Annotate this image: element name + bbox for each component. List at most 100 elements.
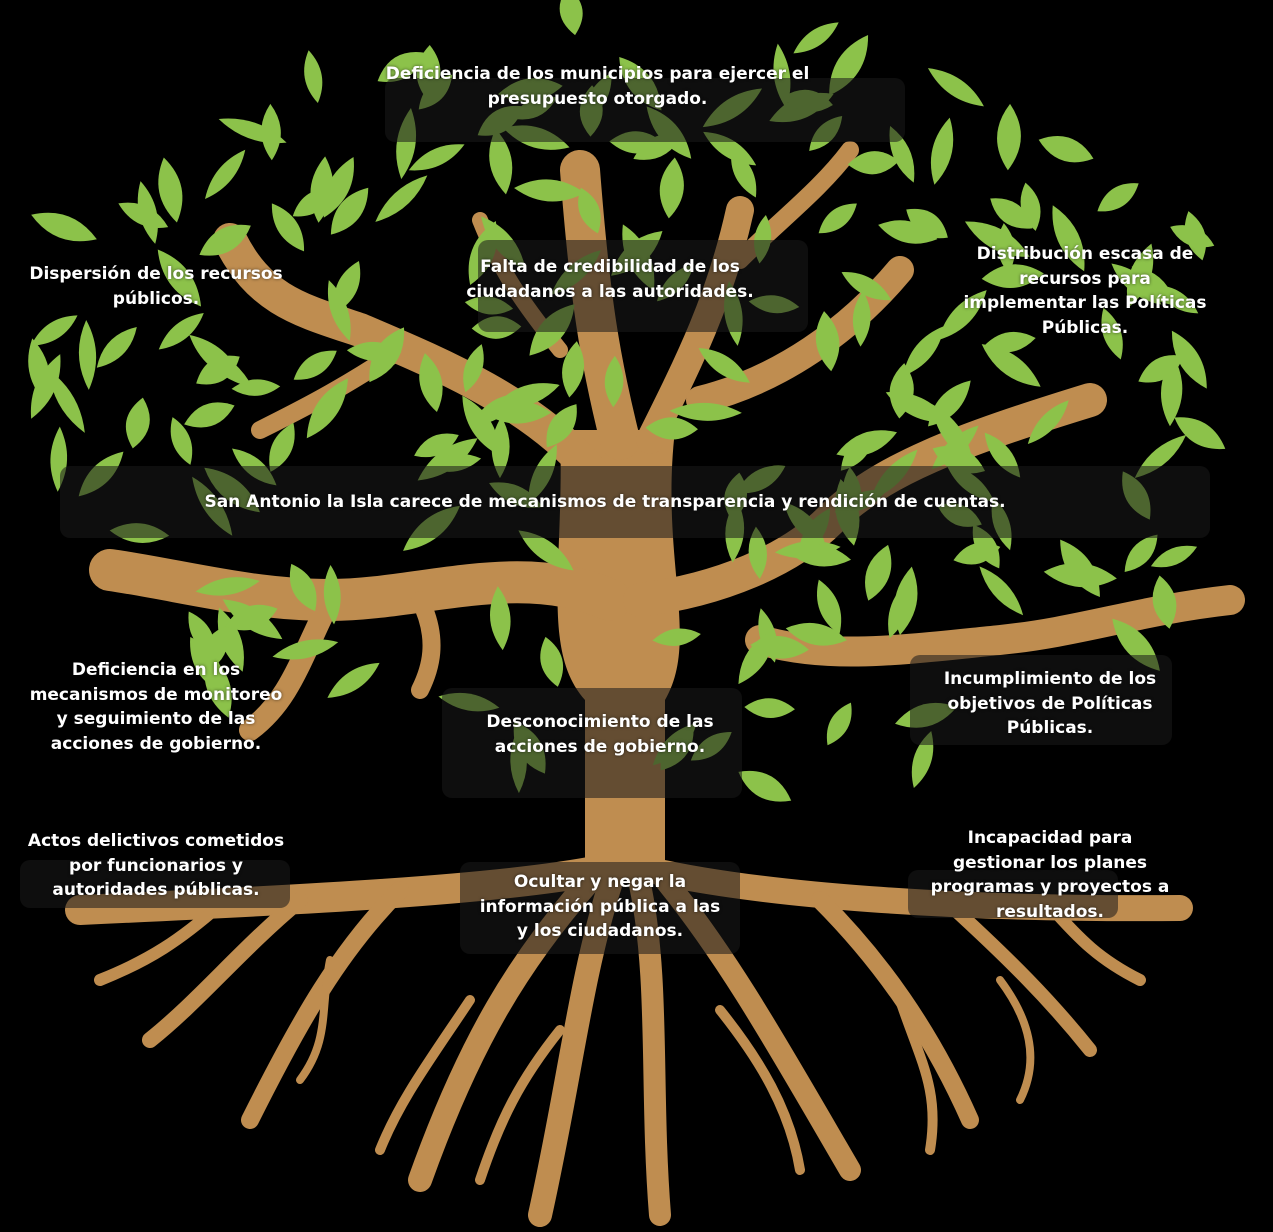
leaf-117 xyxy=(96,326,137,368)
root-8 xyxy=(94,899,226,986)
leaf-74 xyxy=(330,187,369,235)
leaf-195 xyxy=(408,144,465,171)
band-cause-right-lower xyxy=(908,870,1118,918)
leaf-153 xyxy=(731,149,757,198)
leaf-7 xyxy=(518,530,574,571)
leaf-190 xyxy=(158,157,183,223)
leaf-205 xyxy=(323,156,354,218)
cause-right-lower-label: Incapacidad para gestionar los planes pr… xyxy=(930,828,1170,922)
leaf-78 xyxy=(578,187,601,234)
leaf-28 xyxy=(1150,545,1198,568)
leaf-182 xyxy=(1131,266,1176,306)
leaf-197 xyxy=(289,563,317,612)
effect-left-label: Dispersión de los recursos públicos. xyxy=(29,264,283,309)
leaf-106 xyxy=(836,430,897,457)
leaf-122 xyxy=(199,224,251,256)
branch-0 xyxy=(89,549,631,621)
leaf-1 xyxy=(462,395,501,456)
leaf-10 xyxy=(414,433,459,458)
cause-left-upper-label: Deficiencia en los mecanismos de monitor… xyxy=(29,660,283,754)
leaf-125 xyxy=(1052,205,1085,272)
leaf-136 xyxy=(306,378,348,439)
leaf-159 xyxy=(137,181,158,244)
leaf-155 xyxy=(885,392,950,423)
leaf-164 xyxy=(981,344,1041,387)
band-cause-right-upper xyxy=(910,655,1172,745)
leaf-147 xyxy=(293,350,337,380)
leaf-207 xyxy=(903,326,945,377)
root-10 xyxy=(943,898,1097,1057)
leaf-126 xyxy=(826,702,852,746)
leaf-55 xyxy=(158,312,204,350)
leaf-157 xyxy=(659,157,684,219)
leaf-116 xyxy=(865,544,892,601)
root-7 xyxy=(142,892,308,1048)
leaf-95 xyxy=(1170,225,1215,248)
leaf-101 xyxy=(748,526,767,579)
leaf-143 xyxy=(979,566,1024,616)
leaf-134 xyxy=(559,0,583,36)
leaf-108 xyxy=(157,249,202,307)
leaf-192 xyxy=(489,128,513,195)
leaf-86 xyxy=(375,175,428,222)
band-cause-center-upper xyxy=(442,688,742,798)
leaf-76 xyxy=(744,698,795,718)
root-14 xyxy=(715,1005,805,1175)
effect-top-label: Deficiencia de los municipios para ejerc… xyxy=(385,64,810,109)
leaf-42 xyxy=(997,223,1015,274)
leaf-87 xyxy=(1160,355,1183,427)
leaf-84 xyxy=(491,416,510,479)
band-top xyxy=(385,78,905,142)
leaf-165 xyxy=(669,402,742,421)
leaf-148 xyxy=(369,327,405,383)
leaf-92 xyxy=(604,355,624,408)
band-problem xyxy=(60,466,1210,538)
root-17 xyxy=(996,976,1035,1104)
leaf-17 xyxy=(323,564,341,625)
leaf-26 xyxy=(1174,417,1226,450)
root-16 xyxy=(296,956,334,1084)
leaf-85 xyxy=(1101,307,1123,360)
leaf-146 xyxy=(48,369,85,433)
leaf-113 xyxy=(930,117,954,185)
leaf-29 xyxy=(271,203,305,252)
effect-right-label: Distribución escasa de recursos para imp… xyxy=(963,244,1207,338)
leaf-57 xyxy=(906,208,948,239)
leaf-54 xyxy=(894,566,918,636)
leaf-19 xyxy=(793,22,839,54)
leaf-0 xyxy=(170,417,193,465)
leaf-9 xyxy=(195,577,260,596)
leaf-109 xyxy=(997,103,1021,171)
leaf-6 xyxy=(911,731,934,789)
branch-1 xyxy=(239,589,341,741)
root-13 xyxy=(475,1025,565,1185)
leaf-60 xyxy=(269,422,295,472)
leaf-123 xyxy=(750,636,809,659)
leaf-167 xyxy=(514,179,585,202)
leaf-22 xyxy=(78,319,97,390)
cause-right-upper-label: Incumplimiento de los objetivos de Polít… xyxy=(943,669,1157,738)
leaf-110 xyxy=(1043,563,1117,588)
leaf-35 xyxy=(217,607,244,672)
leaf-166 xyxy=(645,417,698,440)
leaf-83 xyxy=(328,280,351,341)
leaf-90 xyxy=(953,542,1001,565)
leaf-46 xyxy=(698,347,750,383)
leaf-191 xyxy=(738,770,792,802)
root-6 xyxy=(241,881,409,1129)
cause-left-lower-label: Actos delictivos cometidos por funcionar… xyxy=(27,831,285,900)
leaf-8 xyxy=(1152,575,1177,629)
leaf-91 xyxy=(377,52,426,82)
leaf-52 xyxy=(540,636,564,687)
leaf-206 xyxy=(981,264,1044,288)
leaf-120 xyxy=(304,50,323,104)
leaf-198 xyxy=(419,353,443,413)
leaf-145 xyxy=(841,272,892,301)
leaf-176 xyxy=(815,311,840,372)
leaf-186 xyxy=(818,203,857,234)
branch-2 xyxy=(411,591,441,699)
leaf-184 xyxy=(546,404,577,448)
leaf-133 xyxy=(816,579,842,635)
